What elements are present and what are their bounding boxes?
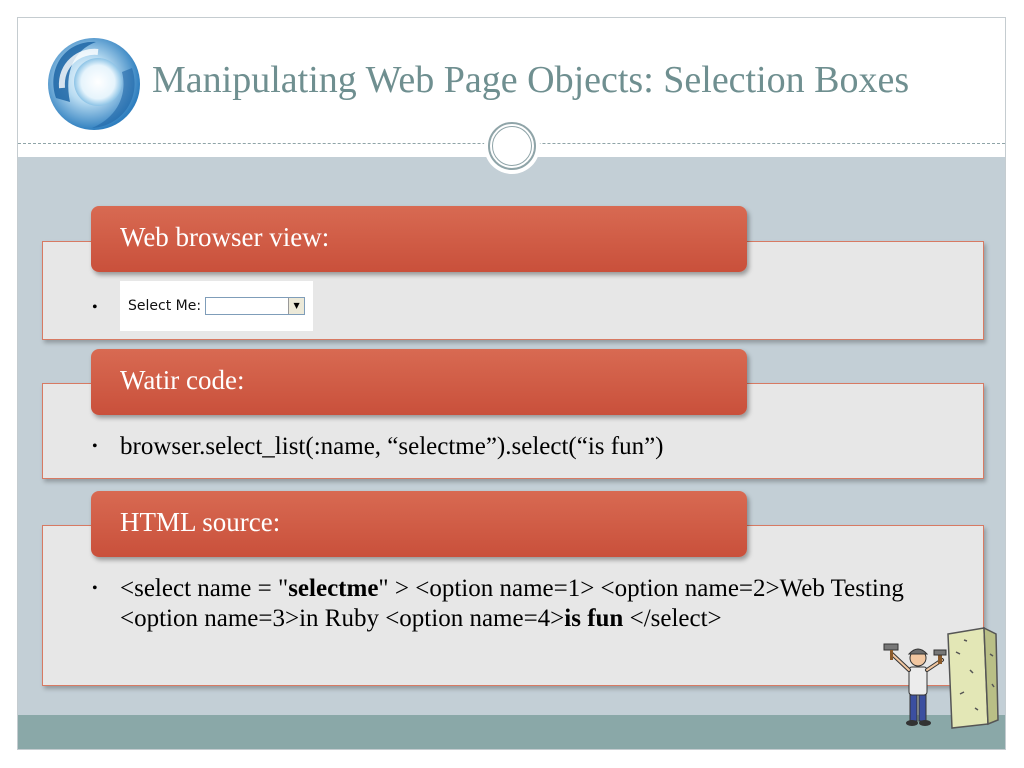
- bullet: •: [92, 580, 98, 597]
- bullet: •: [92, 438, 98, 455]
- header-browser-view: Web browser view:: [91, 206, 747, 272]
- slide-title: Manipulating Web Page Objects: Selection…: [152, 59, 910, 101]
- slide: Manipulating Web Page Objects: Selection…: [17, 17, 1006, 750]
- select-me-label: Select Me:: [128, 298, 202, 314]
- ring-ornament-inner: [492, 126, 532, 166]
- dropdown-arrow-icon[interactable]: ▼: [288, 298, 305, 314]
- header-html-source: HTML source:: [91, 491, 747, 557]
- bullet-row-watir-code: • browser.select_list(:name, “selectme”)…: [92, 432, 664, 462]
- bullet: •: [92, 299, 98, 316]
- watir-code-text: browser.select_list(:name, “selectme”).s…: [120, 433, 664, 460]
- header-watir-code: Watir code:: [91, 349, 747, 415]
- footer-band: [18, 715, 1005, 749]
- bullet-row-html-source: • <select name = "selectme" > <option na…: [92, 574, 910, 634]
- orb-logo-icon: [48, 38, 140, 130]
- select-me-widget: Select Me: ▼: [120, 281, 314, 331]
- html-source-text: <select name = "selectme" > <option name…: [120, 574, 910, 634]
- select-me-dropdown[interactable]: ▼: [205, 297, 306, 315]
- bullet-row-browser-view: • Select Me: ▼: [92, 281, 314, 331]
- html-source-part: <select name = ": [120, 575, 289, 602]
- construction-worker-clipart-icon: [883, 626, 999, 729]
- html-source-bold-isfun: is fun: [564, 605, 624, 632]
- html-source-part: </select>: [623, 605, 722, 632]
- html-source-bold-selectme: selectme: [288, 575, 379, 602]
- html-source-part: " > <option name=1> <option name=2>Web T…: [120, 575, 904, 632]
- ring-ornament: [488, 122, 536, 170]
